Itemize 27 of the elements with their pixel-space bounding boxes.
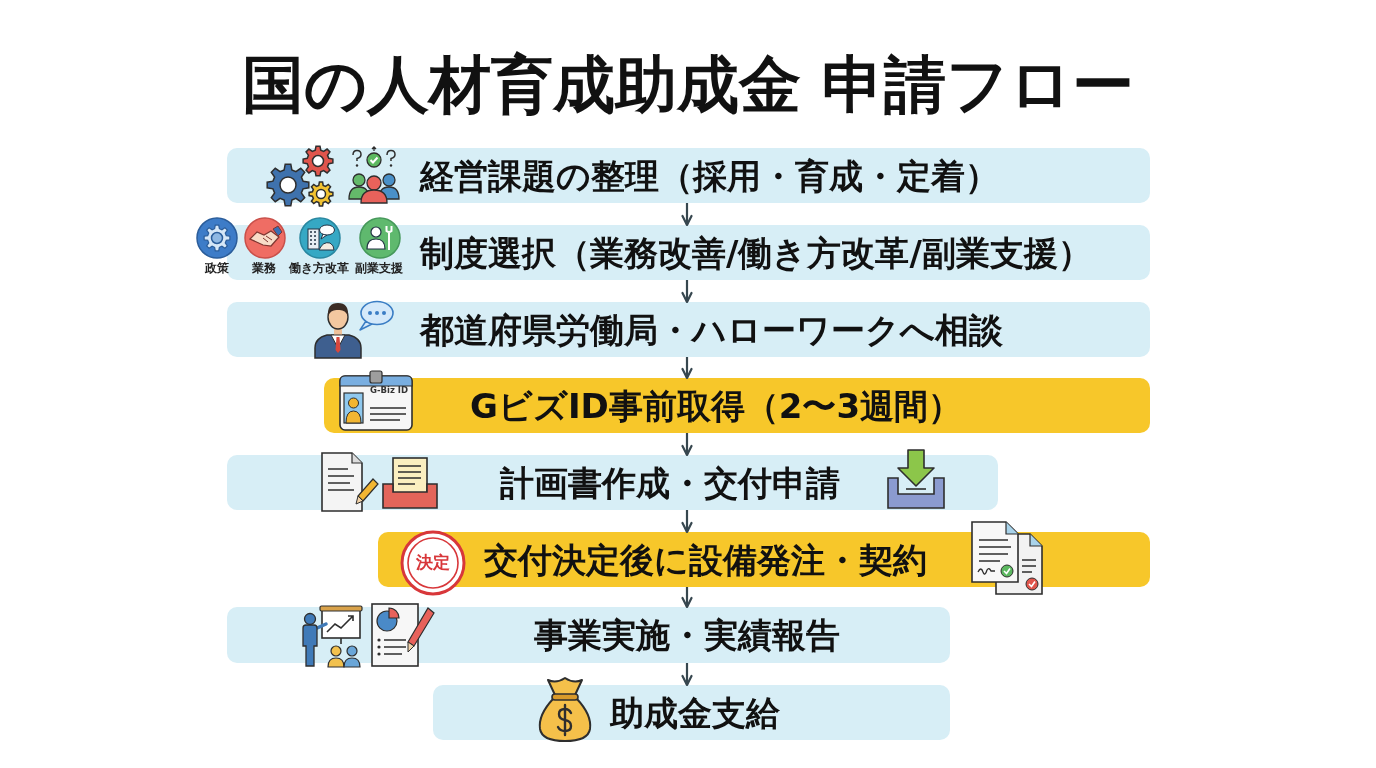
card-text: G-Biz ID (370, 386, 408, 396)
process-band (227, 148, 1150, 203)
process-band (227, 302, 1150, 357)
step-text: 交付決定後に設備発注・契約 (484, 539, 927, 580)
process-band (433, 685, 950, 740)
arrow (681, 280, 693, 304)
step-text: GビズID事前取得（2〜3週間） (470, 385, 963, 426)
step-text: 事業実施・実績報告 (534, 614, 840, 656)
stamp-text: 決定 (416, 553, 450, 573)
arrow (681, 587, 693, 609)
icon-caption: 働き方改革 (289, 262, 349, 276)
step-text: 助成金支給 (610, 692, 780, 733)
process-band (227, 225, 1150, 280)
arrow (681, 357, 693, 380)
step-text: 計画書作成・交付申請 (500, 462, 840, 503)
arrow (681, 663, 693, 687)
arrow (681, 203, 693, 227)
process-band (324, 378, 1150, 433)
step-text: 都道府県労働局・ハローワークへ相談 (420, 309, 1003, 350)
arrow (681, 510, 693, 534)
title: 国の人材育成助成金 申請フロー (241, 49, 1135, 121)
step-text: 制度選択（業務改善/働き方改革/副業支援） (420, 232, 1092, 273)
icon-caption: 政策 (205, 262, 229, 276)
step-text: 経営課題の整理（採用・育成・定着） (420, 155, 999, 196)
arrow (681, 433, 693, 457)
icon-caption: 業務 (252, 262, 276, 276)
icon-caption: 副業支援 (355, 262, 403, 276)
